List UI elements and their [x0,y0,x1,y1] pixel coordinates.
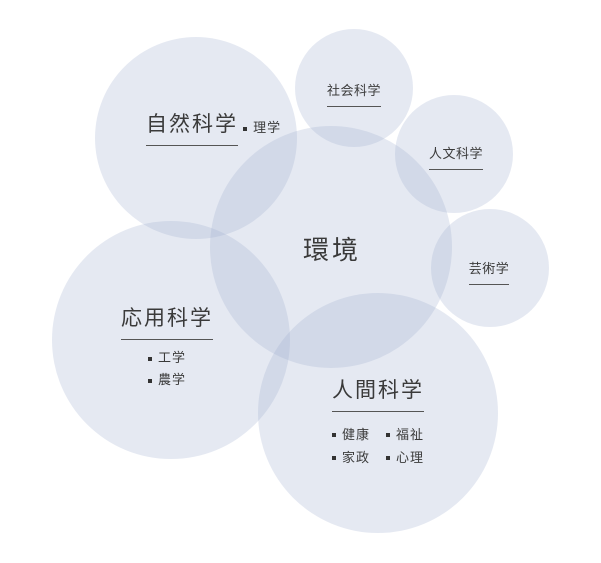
node-humanities: 人文科学 [418,143,494,170]
bullet-icon [386,456,390,460]
social-science-title: 社会科学 [326,80,381,107]
bullet-icon [147,357,152,361]
list-item: 工学 [147,348,186,370]
circle-humanities [395,95,513,213]
bullet-icon [386,433,390,437]
natural-science-items: 理学 [243,118,281,140]
circle-natural-science [95,37,297,239]
applied-science-items: 工学 農学 [147,348,186,392]
bullet-icon [147,379,152,383]
bullet-icon [331,456,336,460]
humanities-title: 人文科学 [428,143,483,170]
applied-science-title: 応用科学 [121,302,213,340]
center-title: 環境 [302,236,361,266]
list-item: 健康 [331,424,370,447]
human-science-title: 人間科学 [332,374,424,412]
natural-science-title: 自然科学 [146,108,238,146]
node-social-science: 社会科学 [314,80,394,107]
bullet-icon [243,127,248,131]
node-natural-science: 自然科学 理学 [146,108,280,146]
list-item: 農学 [147,370,186,392]
circle-social-science [295,29,413,147]
circle-arts [431,209,549,327]
list-item: 理学 [243,118,281,140]
node-arts: 芸術学 [459,258,519,285]
circle-human-science [258,293,498,533]
bullet-icon [331,433,336,437]
list-item: 福祉 [386,424,424,447]
circle-environment [210,126,452,368]
arts-title: 芸術学 [468,258,510,285]
circle-applied-science [52,221,290,459]
list-item: 心理 [386,447,424,470]
node-applied-science: 応用科学 工学 農学 [117,302,217,392]
node-human-science: 人間科学 健康 福祉 家政 心理 [318,374,438,470]
list-item: 家政 [331,447,370,470]
human-science-items: 健康 福祉 家政 心理 [331,424,424,470]
